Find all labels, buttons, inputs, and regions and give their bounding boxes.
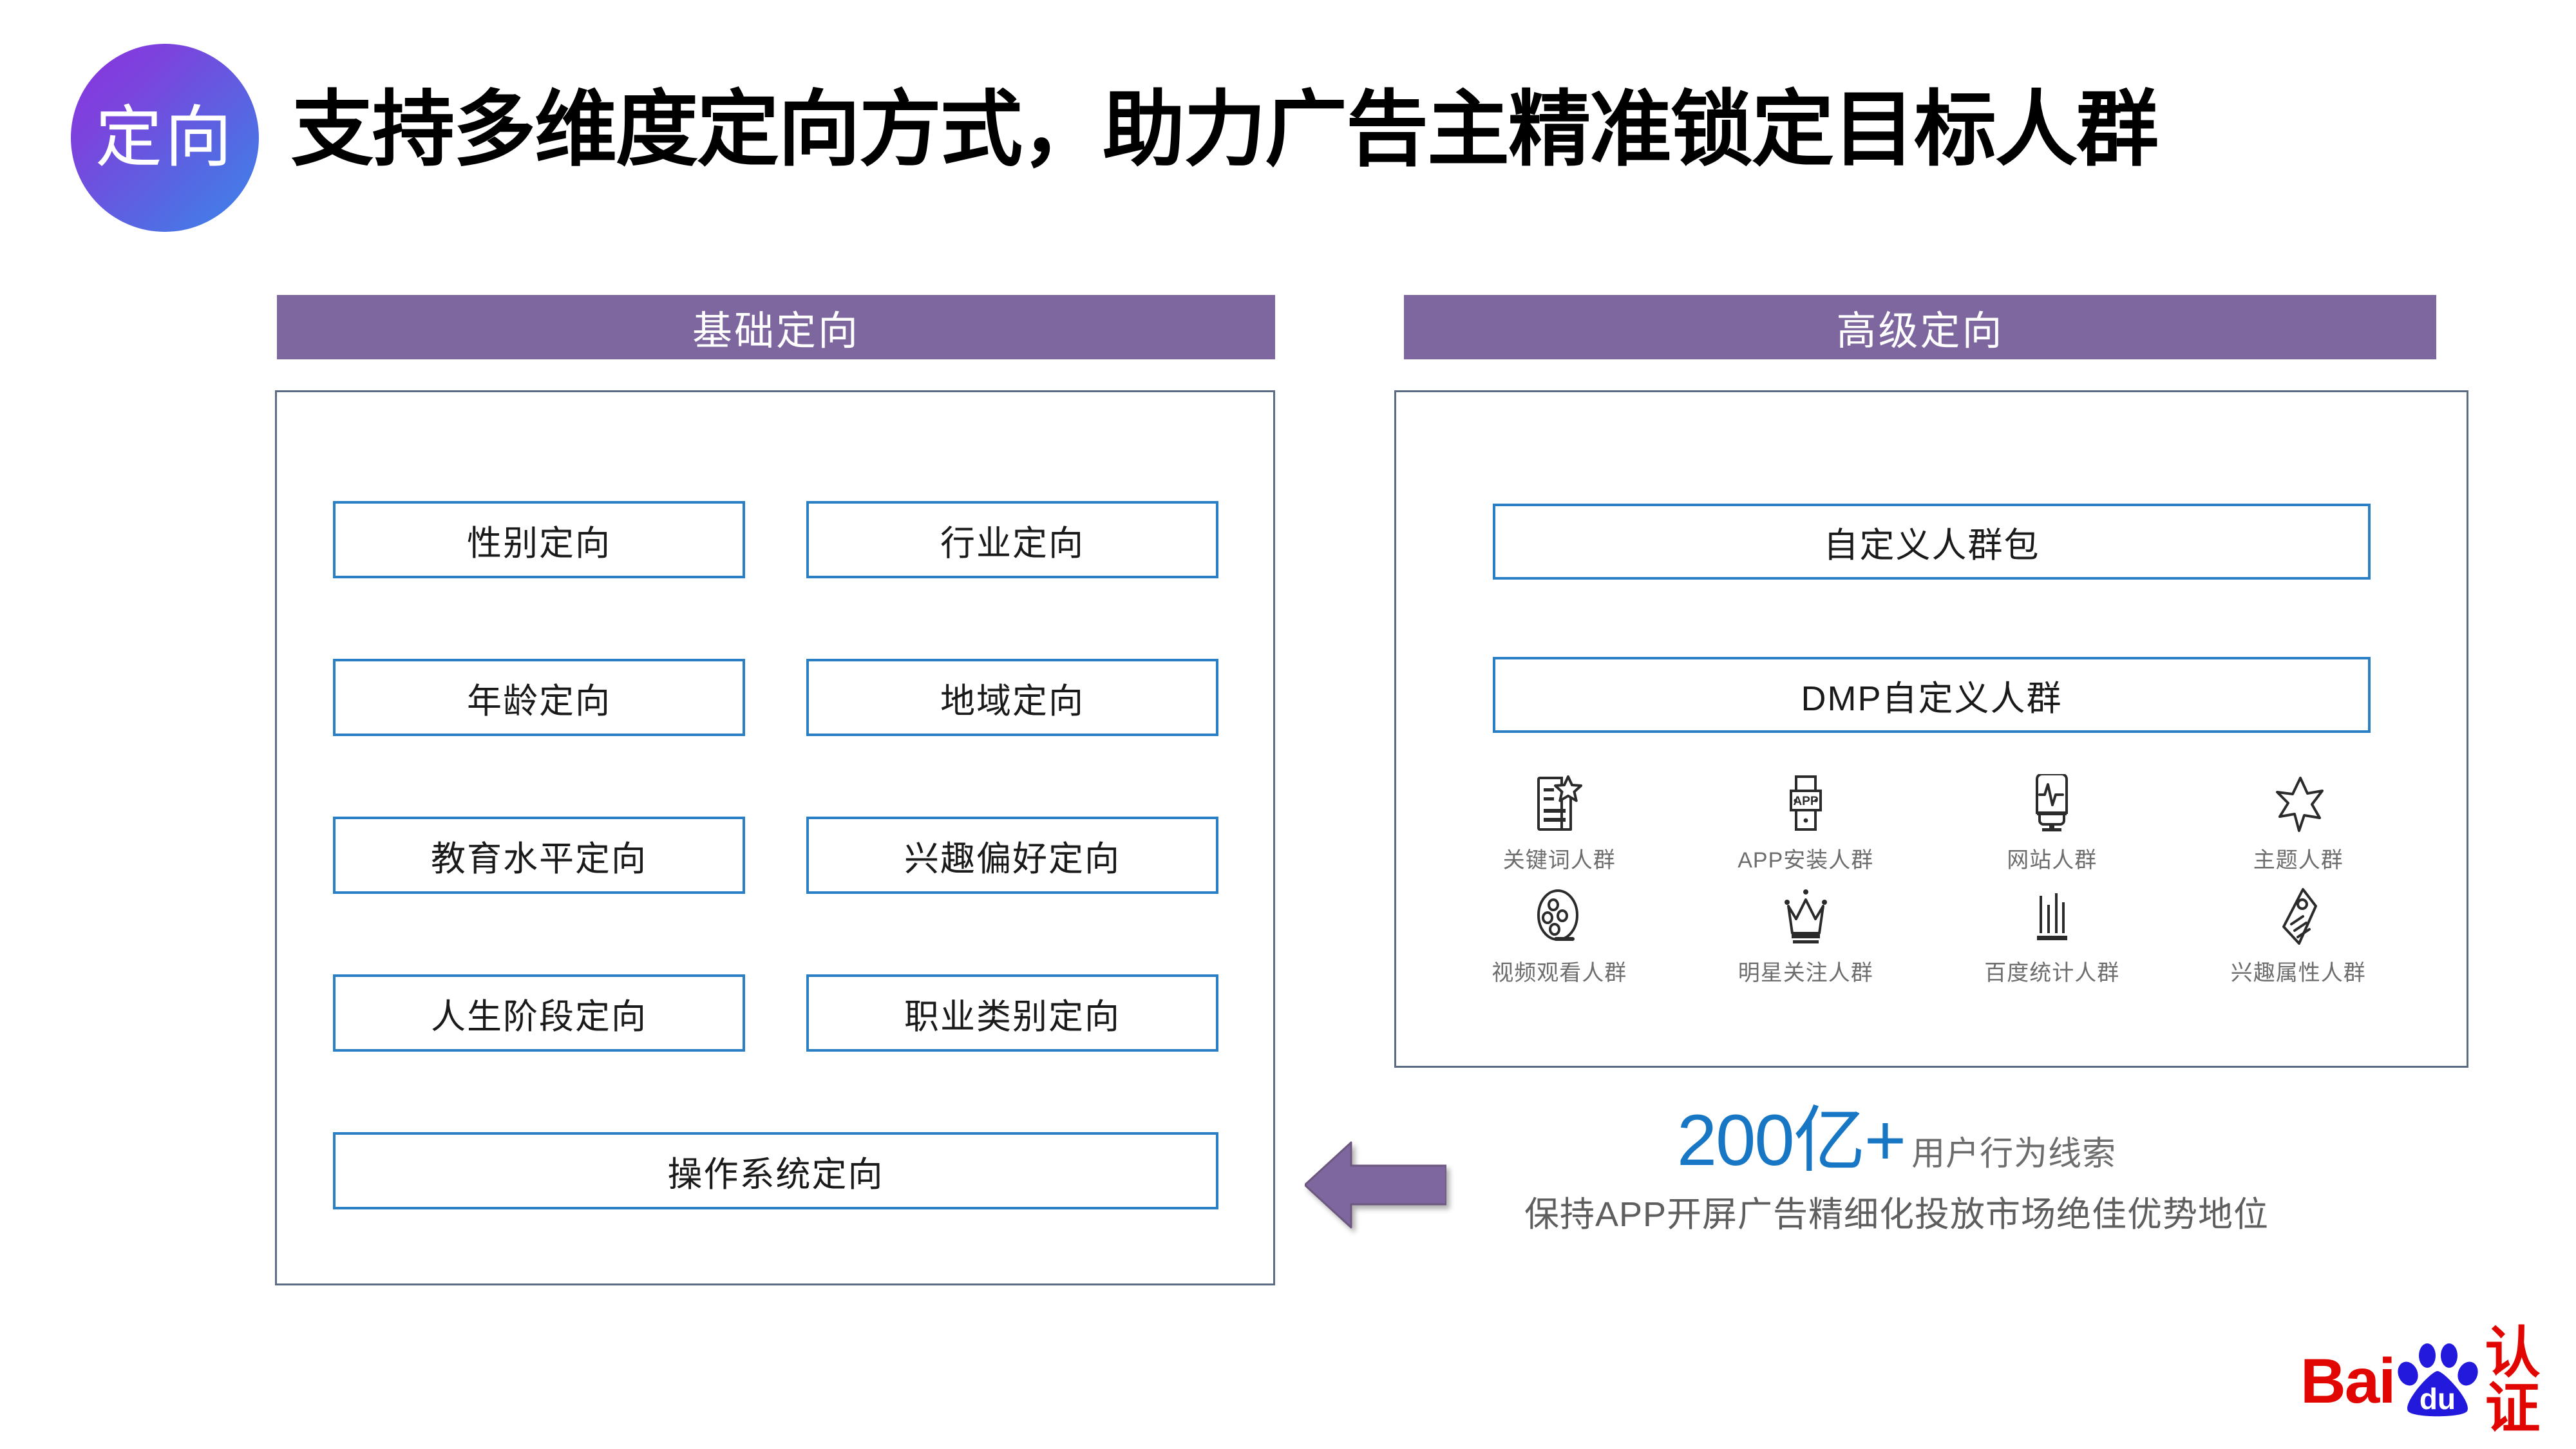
advanced-targeting-header: 高级定向 (1404, 295, 2436, 359)
price-tag-icon (2260, 886, 2337, 947)
document-star-icon (1520, 773, 1598, 835)
advanced-item-dmp-custom-audience[interactable]: DMP自定义人群 (1493, 657, 2371, 733)
section-badge-label: 定向 (95, 100, 234, 175)
basic-item-age[interactable]: 年龄定向 (333, 659, 745, 736)
star-outline-icon (2260, 773, 2337, 835)
film-reel-icon (1520, 886, 1598, 947)
audience-tile-video[interactable]: 视频观看人群 (1436, 886, 1683, 987)
basic-targeting-header: 基础定向 (277, 295, 1275, 359)
left-arrow-icon (1303, 1140, 1448, 1230)
smartwatch-app-icon: APP (1767, 773, 1844, 835)
advanced-audience-icon-grid: 关键词人群 APP APP安装人群 (1436, 773, 2421, 998)
baidu-paw-icon: du (2396, 1343, 2479, 1419)
audience-label-baidu-analytics: 百度统计人群 (1984, 961, 2120, 985)
monitor-pulse-icon (2013, 773, 2090, 835)
audience-tile-celebrity[interactable]: 明星关注人群 (1683, 886, 1929, 987)
audience-label-website: 网站人群 (2007, 848, 2098, 873)
logo-bai-text: Bai (2300, 1345, 2396, 1416)
audience-tile-keyword[interactable]: 关键词人群 (1436, 773, 1683, 874)
audience-label-keyword: 关键词人群 (1502, 848, 1616, 873)
audience-tile-baidu-analytics[interactable]: 百度统计人群 (1929, 886, 2175, 987)
basic-item-education[interactable]: 教育水平定向 (333, 817, 745, 894)
basic-item-interest[interactable]: 兴趣偏好定向 (806, 817, 1218, 894)
basic-targeting-grid: 性别定向 行业定向 年龄定向 地域定向 教育水平定向 兴趣偏好定向 人生阶段定向… (333, 501, 1218, 1209)
crown-icon (1767, 886, 1844, 947)
audience-tile-website[interactable]: 网站人群 (1929, 773, 2175, 874)
svg-text:APP: APP (1793, 795, 1818, 808)
bar-chart-icon (2013, 886, 2090, 947)
stat-subtitle: 保持APP开屏广告精细化投放市场绝佳优势地位 (1524, 1195, 2269, 1234)
audience-label-video: 视频观看人群 (1492, 961, 1627, 985)
stat-unit-label: 用户行为线索 (1911, 1135, 2117, 1173)
basic-item-region[interactable]: 地域定向 (806, 659, 1218, 736)
stat-line: 200亿+ 用户行为线索 (1468, 1104, 2325, 1177)
advanced-item-custom-audience-package[interactable]: 自定义人群包 (1493, 504, 2371, 580)
logo-certification-text: 认证 (2485, 1322, 2541, 1439)
basic-item-lifestage[interactable]: 人生阶段定向 (333, 974, 745, 1052)
audience-tile-topic[interactable]: 主题人群 (2175, 773, 2422, 874)
basic-targeting-header-label: 基础定向 (692, 309, 860, 354)
baidu-certification-logo: Bai du 认证 (2300, 1325, 2576, 1436)
audience-label-app-install: APP安装人群 (1738, 848, 1874, 873)
stat-callout: 200亿+ 用户行为线索 保持APP开屏广告精细化投放市场绝佳优势地位 (1468, 1104, 2325, 1236)
basic-item-gender[interactable]: 性别定向 (333, 501, 745, 578)
basic-item-industry[interactable]: 行业定向 (806, 501, 1218, 578)
audience-label-celebrity: 明星关注人群 (1738, 961, 1873, 985)
svg-text:du: du (2419, 1382, 2455, 1416)
audience-label-interest-attribute: 兴趣属性人群 (2230, 961, 2366, 985)
advanced-targeting-header-label: 高级定向 (1836, 309, 2004, 354)
stat-number: 200亿+ (1676, 1100, 1906, 1180)
audience-tile-interest-attribute[interactable]: 兴趣属性人群 (2175, 886, 2422, 987)
audience-label-topic: 主题人群 (2253, 848, 2344, 873)
section-badge: 定向 (71, 44, 259, 232)
audience-tile-app-install[interactable]: APP APP安装人群 (1683, 773, 1929, 874)
basic-item-operating-system[interactable]: 操作系统定向 (333, 1132, 1218, 1209)
basic-item-occupation[interactable]: 职业类别定向 (806, 974, 1218, 1052)
page-title: 支持多维度定向方式，助力广告主精准锁定目标人群 (291, 84, 2159, 176)
